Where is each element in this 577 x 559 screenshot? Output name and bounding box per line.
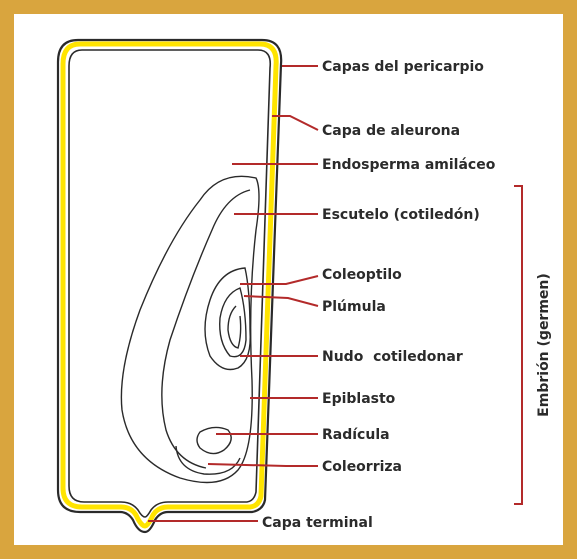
- label-embrion: Embrión (germen): [536, 273, 552, 417]
- radicle-outline: [197, 427, 231, 453]
- label-endosperma: Endosperma amiláceo: [322, 157, 496, 173]
- scutellum-inner: [162, 190, 250, 468]
- label-plumula: Plúmula: [322, 299, 386, 315]
- leader-lines: [148, 66, 318, 521]
- label-radicula: Radícula: [322, 427, 390, 443]
- label-aleurona: Capa de aleurona: [322, 123, 460, 139]
- label-coleoptilo: Coleoptilo: [322, 267, 402, 283]
- labels: Capas del pericarpio Capa de aleurona En…: [262, 59, 552, 531]
- label-terminal: Capa terminal: [262, 515, 373, 531]
- label-epiblasto: Epiblasto: [322, 391, 396, 407]
- label-escutelo: Escutelo (cotiledón): [322, 207, 480, 223]
- label-nudo: Nudo cotiledonar: [322, 349, 463, 365]
- label-pericarpio: Capas del pericarpio: [322, 59, 484, 75]
- leader-plumula: [244, 296, 318, 306]
- plumule-inner: [228, 306, 241, 348]
- scutellum-outline: [121, 176, 259, 482]
- embryo-bracket: [514, 186, 522, 504]
- plumule-outer: [220, 288, 246, 357]
- label-coleorriza: Coleorriza: [322, 459, 402, 475]
- embryo: [121, 176, 259, 482]
